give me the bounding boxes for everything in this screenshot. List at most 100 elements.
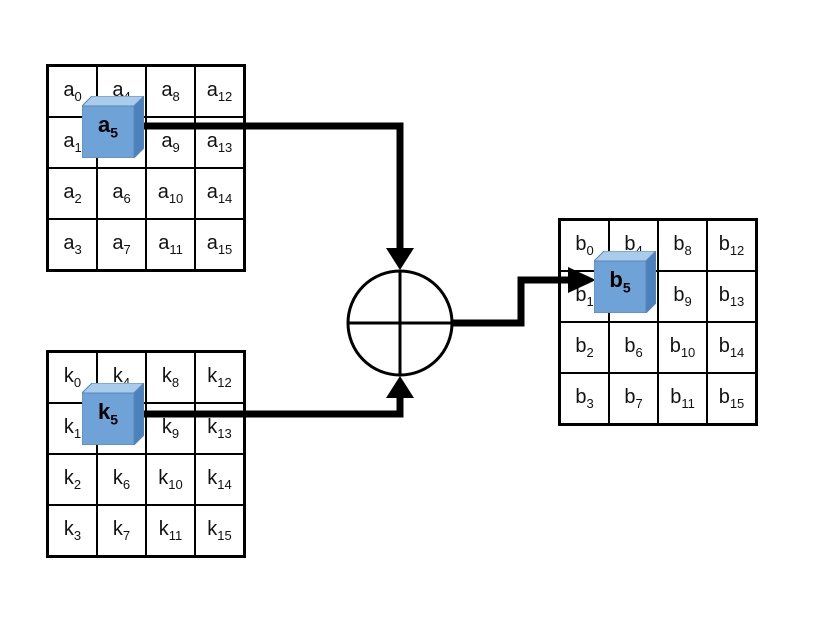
- cube-letter: a: [97, 112, 111, 137]
- cell-letter: b: [624, 233, 636, 255]
- cell-subscript: 11: [168, 528, 183, 543]
- matrix-cell: a11: [145, 218, 196, 272]
- cell-letter: b: [670, 386, 682, 408]
- cube-top-face: [594, 251, 656, 262]
- cell-subscript: 2: [74, 191, 82, 206]
- cell-letter: b: [718, 233, 730, 255]
- cell-letter: k: [63, 518, 74, 540]
- cell-subscript: 13: [217, 140, 233, 155]
- cube-letter: k: [97, 399, 111, 424]
- arrow-b-head: [568, 267, 596, 293]
- cell-letter: b: [575, 233, 587, 255]
- cube-shape: [594, 251, 656, 313]
- cell-letter: a: [206, 181, 218, 203]
- cube-top-face: [82, 383, 144, 394]
- highlight-cube-a5: a5: [82, 96, 144, 158]
- matrix-cell: b2: [558, 321, 610, 374]
- cell-subscript: 9: [684, 294, 692, 309]
- cell-subscript: 3: [74, 242, 82, 257]
- cube-side-face: [133, 383, 144, 445]
- cell-letter: k: [207, 416, 218, 438]
- cell-letter: a: [206, 130, 218, 152]
- cell-subscript: 12: [729, 243, 745, 258]
- cell-subscript: 6: [123, 191, 131, 206]
- cube-subscript: 5: [110, 124, 119, 141]
- cell-letter: a: [63, 232, 75, 254]
- matrix-cell: a12: [194, 64, 246, 118]
- highlight-cube-b5: b5: [594, 251, 656, 313]
- matrix-cell: k3: [46, 504, 98, 558]
- cube-subscript: 5: [622, 279, 631, 296]
- matrix-cell: b11: [657, 372, 708, 426]
- line-k-to-xor: [130, 398, 404, 418]
- cell-subscript: 1: [586, 294, 594, 309]
- cell-subscript: 10: [168, 477, 183, 492]
- matrix-cell: a8: [145, 64, 196, 118]
- arrow-a-head: [386, 248, 414, 270]
- matrix-cell: k7: [96, 504, 147, 558]
- cell-letter: b: [718, 284, 730, 306]
- matrix-cell: b12: [706, 218, 758, 272]
- matrix-cell: b14: [706, 321, 758, 374]
- cell-subscript: 7: [123, 242, 131, 257]
- cube-shape: [82, 383, 144, 445]
- cell-letter: b: [718, 335, 730, 357]
- cell-subscript: 12: [217, 375, 232, 390]
- matrix-cell: b7: [608, 372, 659, 426]
- cell-subscript: 14: [217, 477, 232, 492]
- matrix-cell: a15: [194, 218, 246, 272]
- matrix-cell: k8: [145, 350, 196, 404]
- cell-subscript: 2: [73, 477, 82, 492]
- highlight-cube-k5: k5: [82, 383, 144, 445]
- cell-letter: a: [206, 79, 218, 101]
- matrix-cell: b3: [558, 372, 610, 426]
- cell-subscript: 6: [635, 345, 643, 360]
- cell-letter: k: [158, 518, 169, 540]
- cell-letter: k: [63, 467, 74, 489]
- matrix-cell: k0: [46, 350, 98, 404]
- cell-letter: k: [112, 467, 123, 489]
- matrix-b: b0b4b8b12b1b5b9b13b2b6b10b14b3b7b11b15: [558, 218, 758, 426]
- matrix-cell: b0: [558, 218, 610, 272]
- cell-letter: a: [63, 79, 75, 101]
- matrix-cell: b9: [657, 270, 708, 323]
- cell-subscript: 7: [122, 528, 131, 543]
- matrix-cell: b10: [657, 321, 708, 374]
- cell-letter: b: [575, 335, 587, 357]
- cell-letter: k: [161, 365, 172, 387]
- cell-subscript: 8: [684, 243, 692, 258]
- matrix-cell: a6: [96, 167, 147, 220]
- cell-subscript: 11: [169, 242, 183, 257]
- cell-subscript: 3: [73, 528, 82, 543]
- cell-subscript: 10: [680, 345, 696, 360]
- cell-subscript: 15: [729, 396, 745, 411]
- matrix-cell: b13: [706, 270, 758, 323]
- cell-letter: k: [63, 365, 74, 387]
- cube-side-face: [645, 251, 656, 313]
- cell-letter: k: [207, 467, 218, 489]
- line-a-to-xor: [130, 122, 404, 250]
- cell-letter: a: [157, 181, 169, 203]
- cell-letter: b: [624, 335, 636, 357]
- cell-subscript: 10: [168, 191, 184, 206]
- cube-side-face: [133, 96, 144, 158]
- cell-subscript: 7: [635, 396, 643, 411]
- matrix-cell: k15: [194, 504, 246, 558]
- cell-subscript: 3: [586, 396, 594, 411]
- cell-letter: b: [575, 284, 587, 306]
- cell-letter: b: [575, 386, 587, 408]
- cell-subscript: 1: [73, 426, 82, 441]
- cell-letter: b: [673, 233, 685, 255]
- cell-subscript: 8: [172, 89, 180, 104]
- cube-front-face: [594, 260, 647, 313]
- cube-top-face: [82, 96, 144, 107]
- cube-label: k5: [82, 399, 134, 427]
- cell-letter: k: [158, 467, 169, 489]
- matrix-cell: k10: [145, 453, 196, 506]
- cell-subscript: 0: [74, 89, 82, 104]
